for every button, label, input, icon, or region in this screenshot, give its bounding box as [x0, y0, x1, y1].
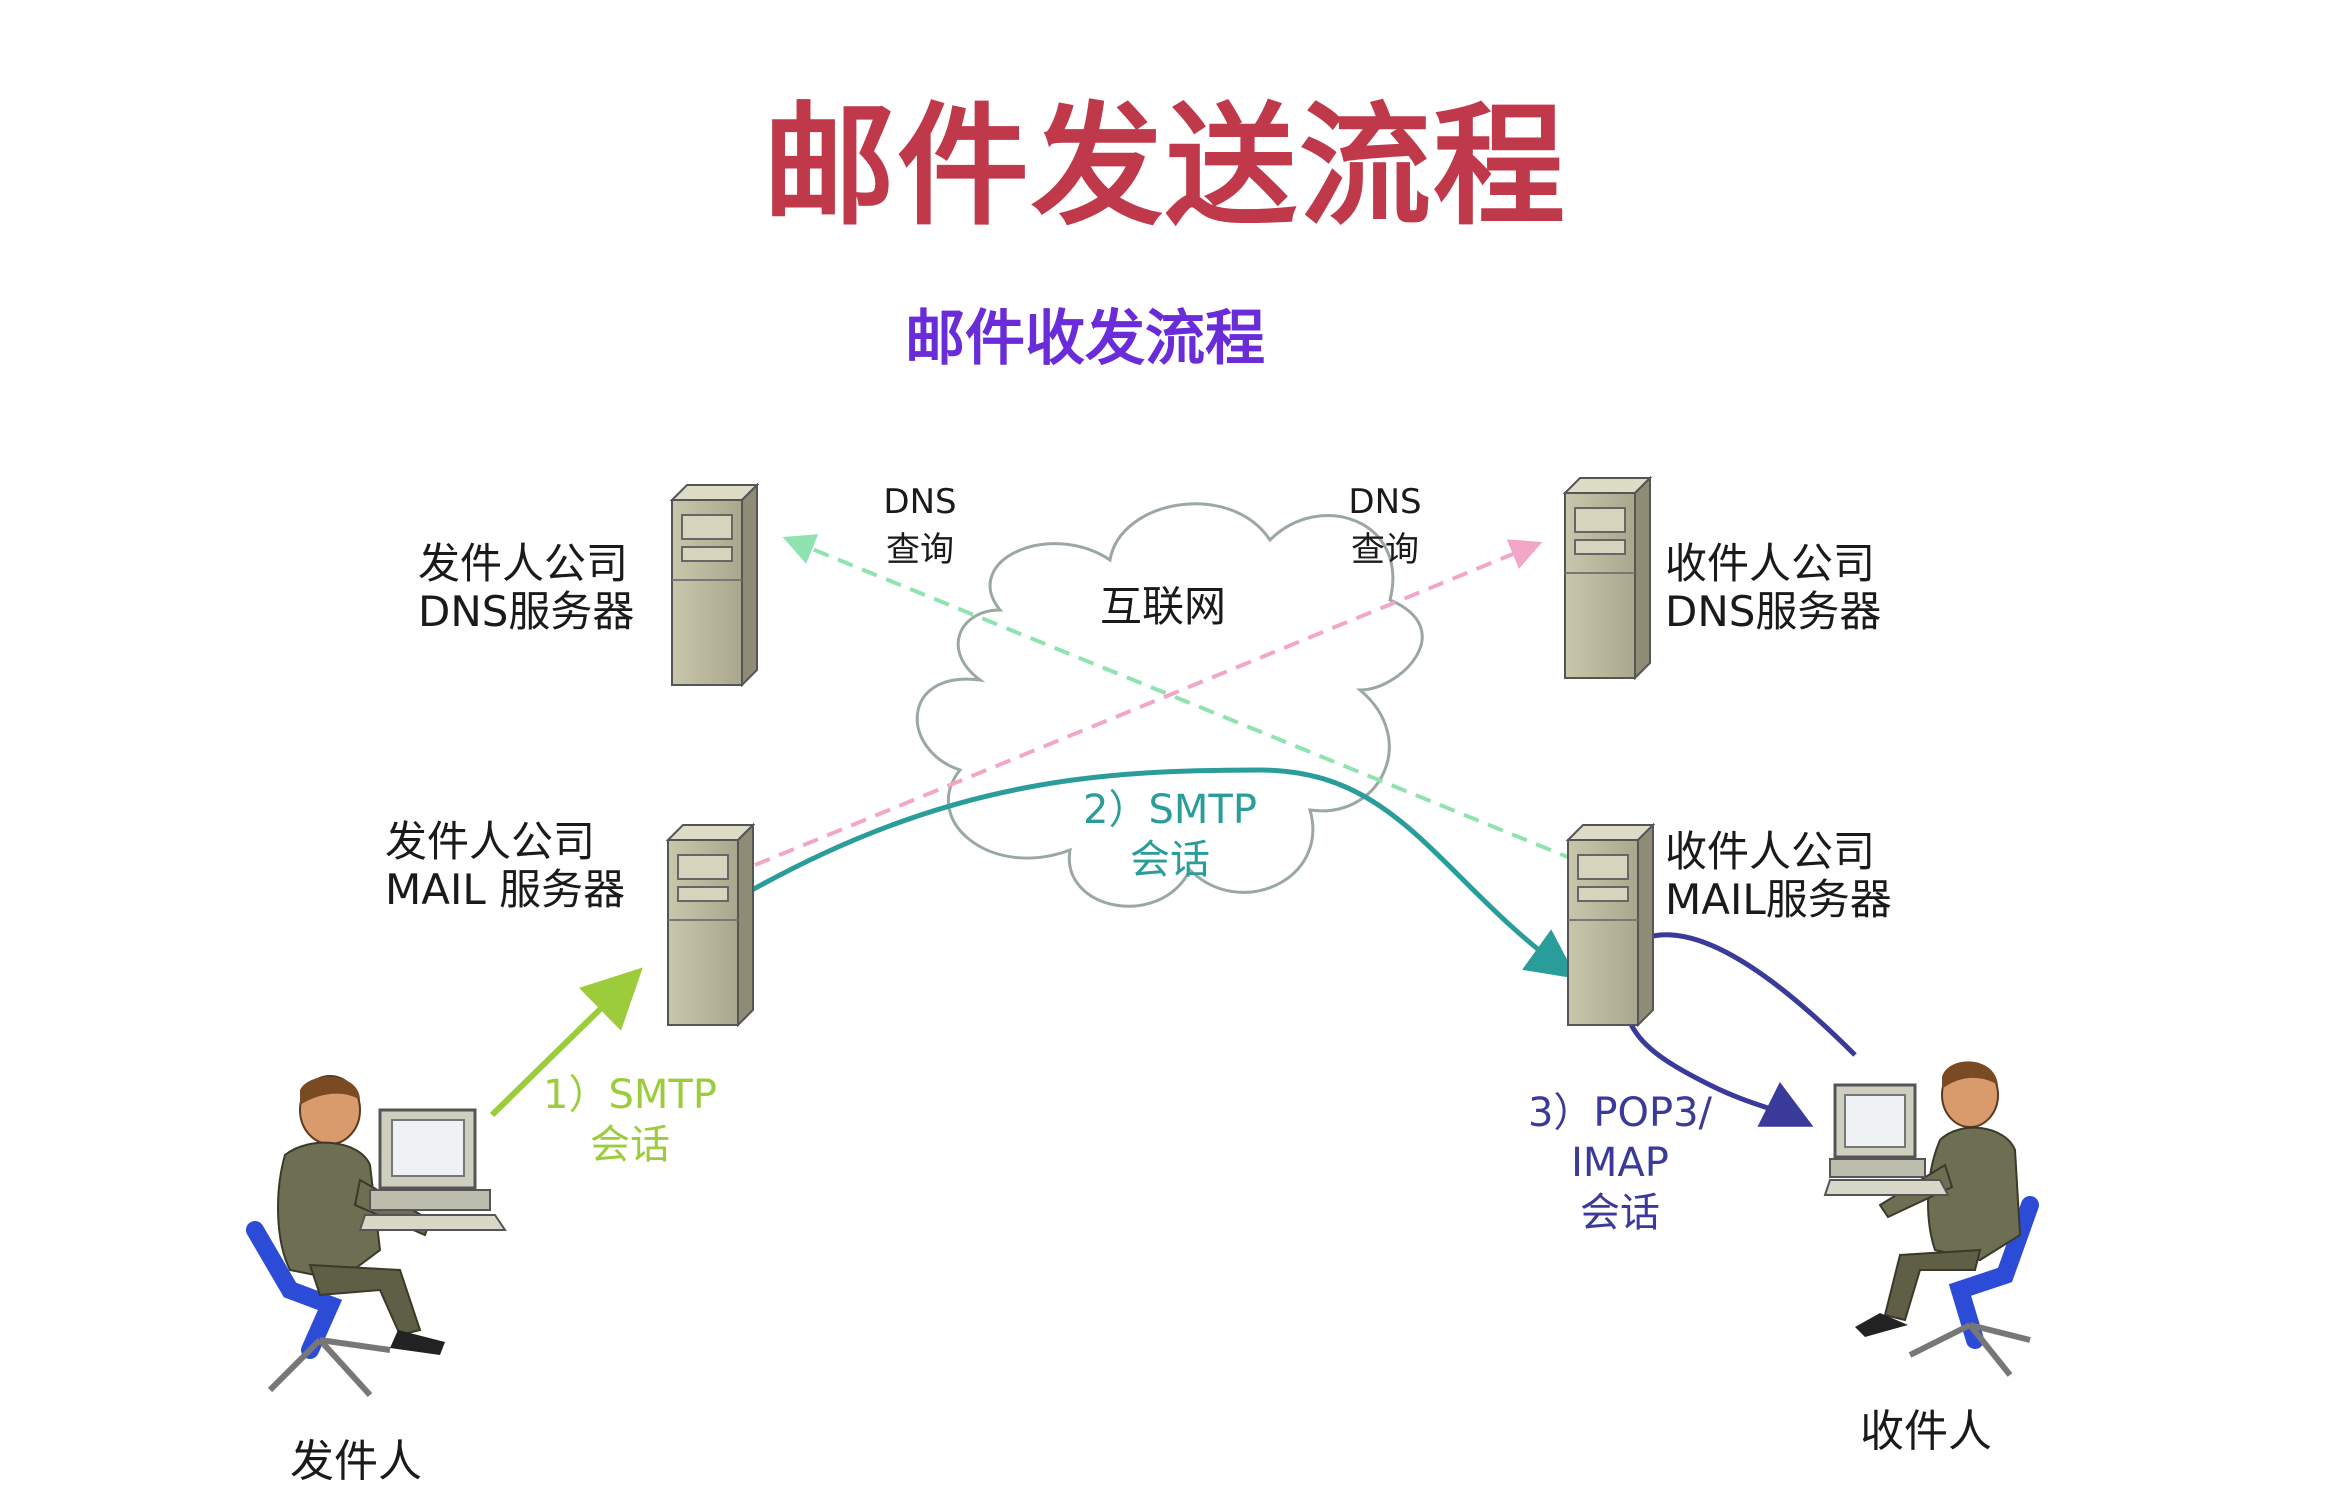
sender-person-icon	[246, 1075, 507, 1398]
dns-query-left-label: DNS 查询	[883, 482, 957, 570]
pop3-label: 3）POP3/ IMAP 会话	[1527, 1090, 1713, 1236]
smtp2-label: 2）SMTP 会话	[1083, 787, 1257, 883]
smtp1-label: 1）SMTP 会话	[543, 1072, 717, 1168]
receiver-label: 收件人	[1860, 1406, 1992, 1457]
page-title: 邮件发送流程	[763, 90, 1567, 244]
dns-query-right-label: DNS 查询	[1348, 482, 1422, 570]
smtp2-arrow	[750, 767, 1578, 979]
internet-label: 互联网	[1100, 582, 1227, 631]
receiver-person-icon	[1823, 1061, 2039, 1377]
receiver-dns-server-label: 收件人公司 DNS服务器	[1665, 539, 1882, 636]
diagram-subtitle: 邮件收发流程	[905, 304, 1265, 374]
smtp1-arrow	[489, 967, 643, 1118]
receiver-mail-server-label: 收件人公司 MAIL服务器	[1665, 827, 1892, 924]
sender-label: 发件人	[290, 1436, 422, 1487]
sender-mail-server-icon	[665, 822, 756, 1028]
internet-cloud-icon	[915, 502, 1424, 908]
dns-query-left-line	[782, 534, 1576, 862]
dns-query-right-line	[754, 539, 1543, 867]
sender-dns-server-icon	[669, 482, 760, 688]
sender-dns-server-label: 发件人公司 DNS服务器	[418, 539, 635, 636]
receiver-mail-server-icon	[1565, 822, 1656, 1028]
receiver-dns-server-icon	[1562, 475, 1653, 681]
sender-mail-server-label: 发件人公司 MAIL 服务器	[385, 817, 626, 914]
